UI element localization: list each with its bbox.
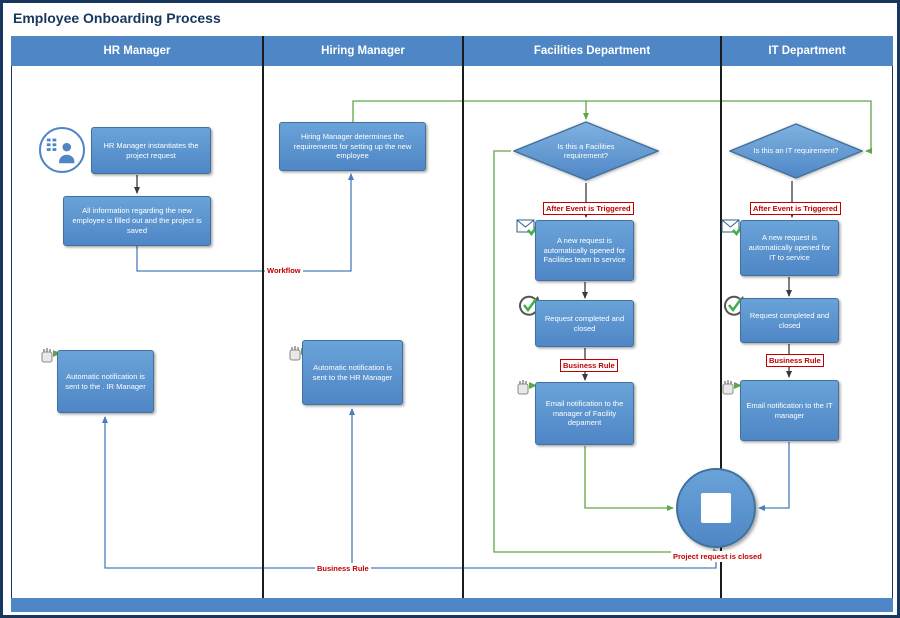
business-rule-bottom-label: Business Rule bbox=[315, 563, 371, 574]
task-label: HR Manager instantiates the project requ… bbox=[103, 140, 199, 160]
task-fd-new-request[interactable]: A new request is automatically opened fo… bbox=[535, 220, 634, 281]
task-label: A new request is automatically opened fo… bbox=[543, 235, 626, 265]
page-title: Employee Onboarding Process bbox=[13, 10, 221, 26]
lane-divider bbox=[462, 36, 464, 598]
lane-header-hiring-manager: Hiring Manager bbox=[263, 36, 463, 66]
task-hr-notify[interactable]: Automatic notification is sent to the . … bbox=[57, 350, 154, 413]
task-label: Automatic notification is sent to the HR… bbox=[312, 362, 393, 382]
lane-divider bbox=[720, 36, 722, 598]
business-rule-label: Business Rule bbox=[766, 354, 824, 367]
after-event-label: After Event is Triggered bbox=[543, 202, 634, 215]
task-label: A new request is automatically opened fo… bbox=[748, 233, 831, 262]
task-fd-completed[interactable]: Request completed and closed bbox=[535, 300, 634, 347]
connector-line bbox=[352, 100, 589, 122]
task-label: Request completed and closed bbox=[749, 310, 830, 330]
lane-header-it: IT Department bbox=[721, 36, 893, 66]
lane-header-hr-manager: HR Manager bbox=[11, 36, 263, 66]
lane-header-facilities: Facilities Department bbox=[463, 36, 721, 66]
connector-line bbox=[758, 442, 790, 511]
task-label: Request completed and closed bbox=[544, 313, 625, 333]
person-badge-icon bbox=[39, 127, 85, 173]
task-label: All information regarding the new employ… bbox=[72, 206, 202, 235]
task-fd-email[interactable]: Email notification to the manager of Fac… bbox=[535, 382, 634, 445]
hand-send-notification-icon bbox=[515, 375, 539, 404]
bottom-band bbox=[11, 598, 893, 612]
task-label: Hiring Manager determines the requiremen… bbox=[293, 131, 412, 161]
connector-line bbox=[586, 100, 872, 154]
task-label: Email notification to the IT manager bbox=[746, 400, 833, 420]
decision-label: Is this a Facilities requirement? bbox=[557, 141, 615, 160]
end-event-square-icon bbox=[701, 493, 731, 523]
task-label: Email notification to the manager of Fac… bbox=[545, 398, 624, 428]
decision-facilities[interactable]: Is this a Facilities requirement? bbox=[513, 121, 659, 181]
task-it-completed[interactable]: Request completed and closed bbox=[740, 298, 839, 343]
hand-send-notification-icon bbox=[720, 375, 744, 404]
lane-header-band: HR Manager Hiring Manager Facilities Dep… bbox=[11, 36, 893, 66]
connector-line bbox=[136, 173, 354, 272]
after-event-label: After Event is Triggered bbox=[750, 202, 841, 215]
project-closed-label: Project request is closed bbox=[671, 551, 764, 562]
task-hr-fill-info[interactable]: All information regarding the new employ… bbox=[63, 196, 211, 246]
lane-divider bbox=[262, 36, 264, 598]
task-hm-notify[interactable]: Automatic notification is sent to the HR… bbox=[302, 340, 403, 405]
task-it-new-request[interactable]: A new request is automatically opened fo… bbox=[740, 220, 839, 276]
connector-line bbox=[584, 446, 674, 511]
end-event[interactable] bbox=[676, 468, 756, 548]
task-it-email[interactable]: Email notification to the IT manager bbox=[740, 380, 839, 441]
task-hm-determine[interactable]: Hiring Manager determines the requiremen… bbox=[279, 122, 426, 171]
business-rule-label: Business Rule bbox=[560, 359, 618, 372]
workflow-label: Workflow bbox=[265, 265, 303, 276]
decision-label: Is this an IT requirement? bbox=[753, 146, 839, 156]
task-hr-instantiate[interactable]: HR Manager instantiates the project requ… bbox=[91, 127, 211, 174]
decision-it[interactable]: Is this an IT requirement? bbox=[729, 123, 863, 179]
task-label: Automatic notification is sent to the . … bbox=[65, 371, 146, 391]
